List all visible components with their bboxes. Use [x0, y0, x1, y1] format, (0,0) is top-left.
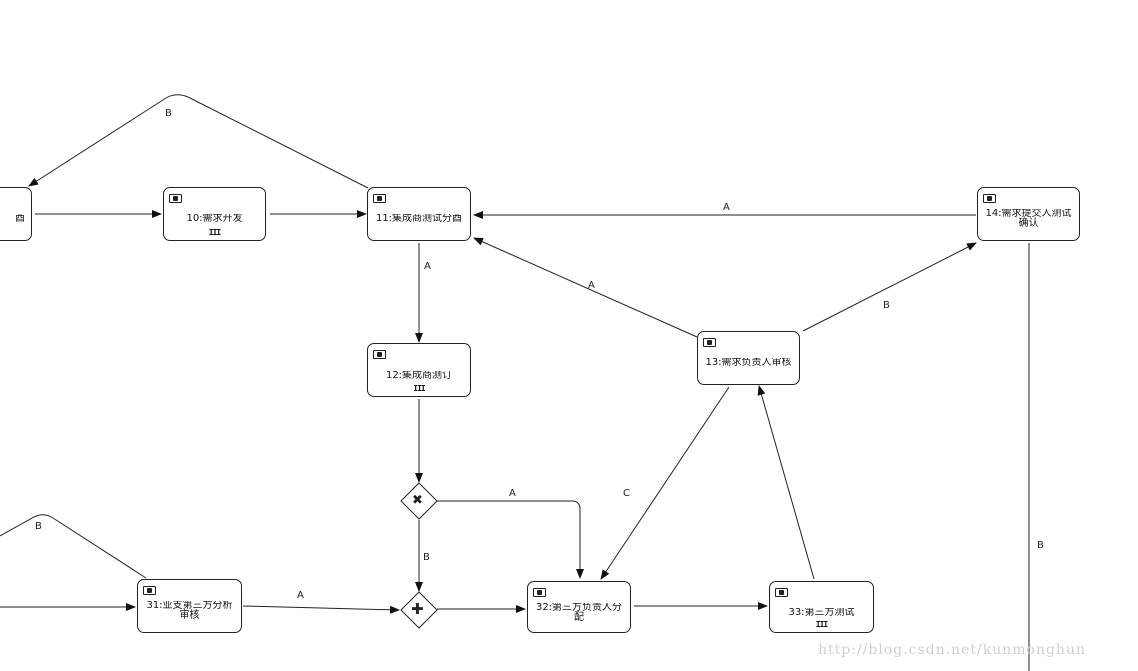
- subprocess-icon: [775, 588, 788, 597]
- edge-13-to-32-c: [600, 386, 730, 580]
- edge-label-b-31-left: B: [35, 521, 42, 532]
- task-31-label: 31:业支第三方分析 审核: [146, 601, 233, 621]
- task-32[interactable]: 32:第三方负责人分 配: [527, 581, 631, 633]
- task-9-label: 酉: [15, 214, 25, 224]
- edge-label-b-13-14: B: [883, 300, 890, 311]
- task-11-label: 11:集成商测试分酉: [375, 214, 463, 224]
- task-12[interactable]: 12:集成商测订 III: [367, 343, 471, 397]
- task-11[interactable]: 11:集成商测试分酉: [367, 187, 471, 241]
- parallel-gateway[interactable]: [400, 591, 438, 629]
- task-32-label: 32:第三方负责人分 配: [535, 603, 623, 623]
- task-13-label: 13:需求负责人审核: [705, 358, 792, 368]
- subprocess-icon: [703, 338, 716, 347]
- subprocess-icon: [983, 194, 996, 203]
- watermark-url: http://blog.csdn.net/kunmonghun: [818, 642, 1087, 658]
- edge-label-a-31-and: A: [297, 590, 304, 601]
- edge-label-a-11-12: A: [424, 261, 431, 272]
- edge-xor-to-32-a: [437, 500, 584, 579]
- edge-13-to-11-a: [473, 237, 698, 338]
- subprocess-icon: [169, 194, 182, 203]
- multi-instance-icon: III: [208, 228, 221, 237]
- subprocess-icon: [373, 194, 386, 203]
- subprocess-icon: [143, 586, 156, 595]
- edge-label-b-14-down: B: [1037, 540, 1044, 551]
- task-9[interactable]: 酉: [0, 187, 32, 241]
- subprocess-icon: [533, 588, 546, 597]
- edge-label-a-13-11: A: [588, 280, 595, 291]
- task-10[interactable]: 10:需求开发 III: [163, 187, 266, 241]
- task-33-label: 33:第三方测试: [788, 608, 855, 618]
- edge-label-c-13-32: C: [623, 488, 630, 499]
- exclusive-gateway-icon: ✖: [412, 493, 423, 508]
- edge-label-b-top: B: [165, 108, 172, 119]
- task-31[interactable]: 31:业支第三方分析 审核: [137, 579, 242, 633]
- edge-label-b-xor-and: B: [423, 552, 430, 563]
- edge-31-to-and-a: [242, 605, 400, 614]
- edge-13-to-14-b: [802, 242, 977, 332]
- task-14[interactable]: 14:需求提交人测试 确认: [977, 187, 1080, 241]
- multi-instance-icon: III: [815, 620, 828, 629]
- subprocess-icon: [373, 350, 386, 359]
- task-33[interactable]: 33:第三方测试 III: [769, 581, 874, 633]
- parallel-gateway-icon: ✚: [411, 600, 424, 618]
- task-13[interactable]: 13:需求负责人审核: [697, 331, 800, 385]
- edge-31-to-left-b: [0, 514, 147, 579]
- edge-33-to-13: [757, 385, 815, 580]
- multi-instance-icon: III: [413, 384, 425, 393]
- edge-label-a-14-11: A: [723, 202, 730, 213]
- task-14-label: 14:需求提交人测试 确认: [985, 209, 1072, 229]
- edge-label-a-xor-32: A: [509, 488, 516, 499]
- task-12-label: 12:集成商测订: [385, 371, 453, 381]
- exclusive-gateway[interactable]: [400, 482, 438, 520]
- edge-11-to-9-b: [28, 94, 369, 189]
- task-10-label: 10:需求开发: [186, 214, 243, 224]
